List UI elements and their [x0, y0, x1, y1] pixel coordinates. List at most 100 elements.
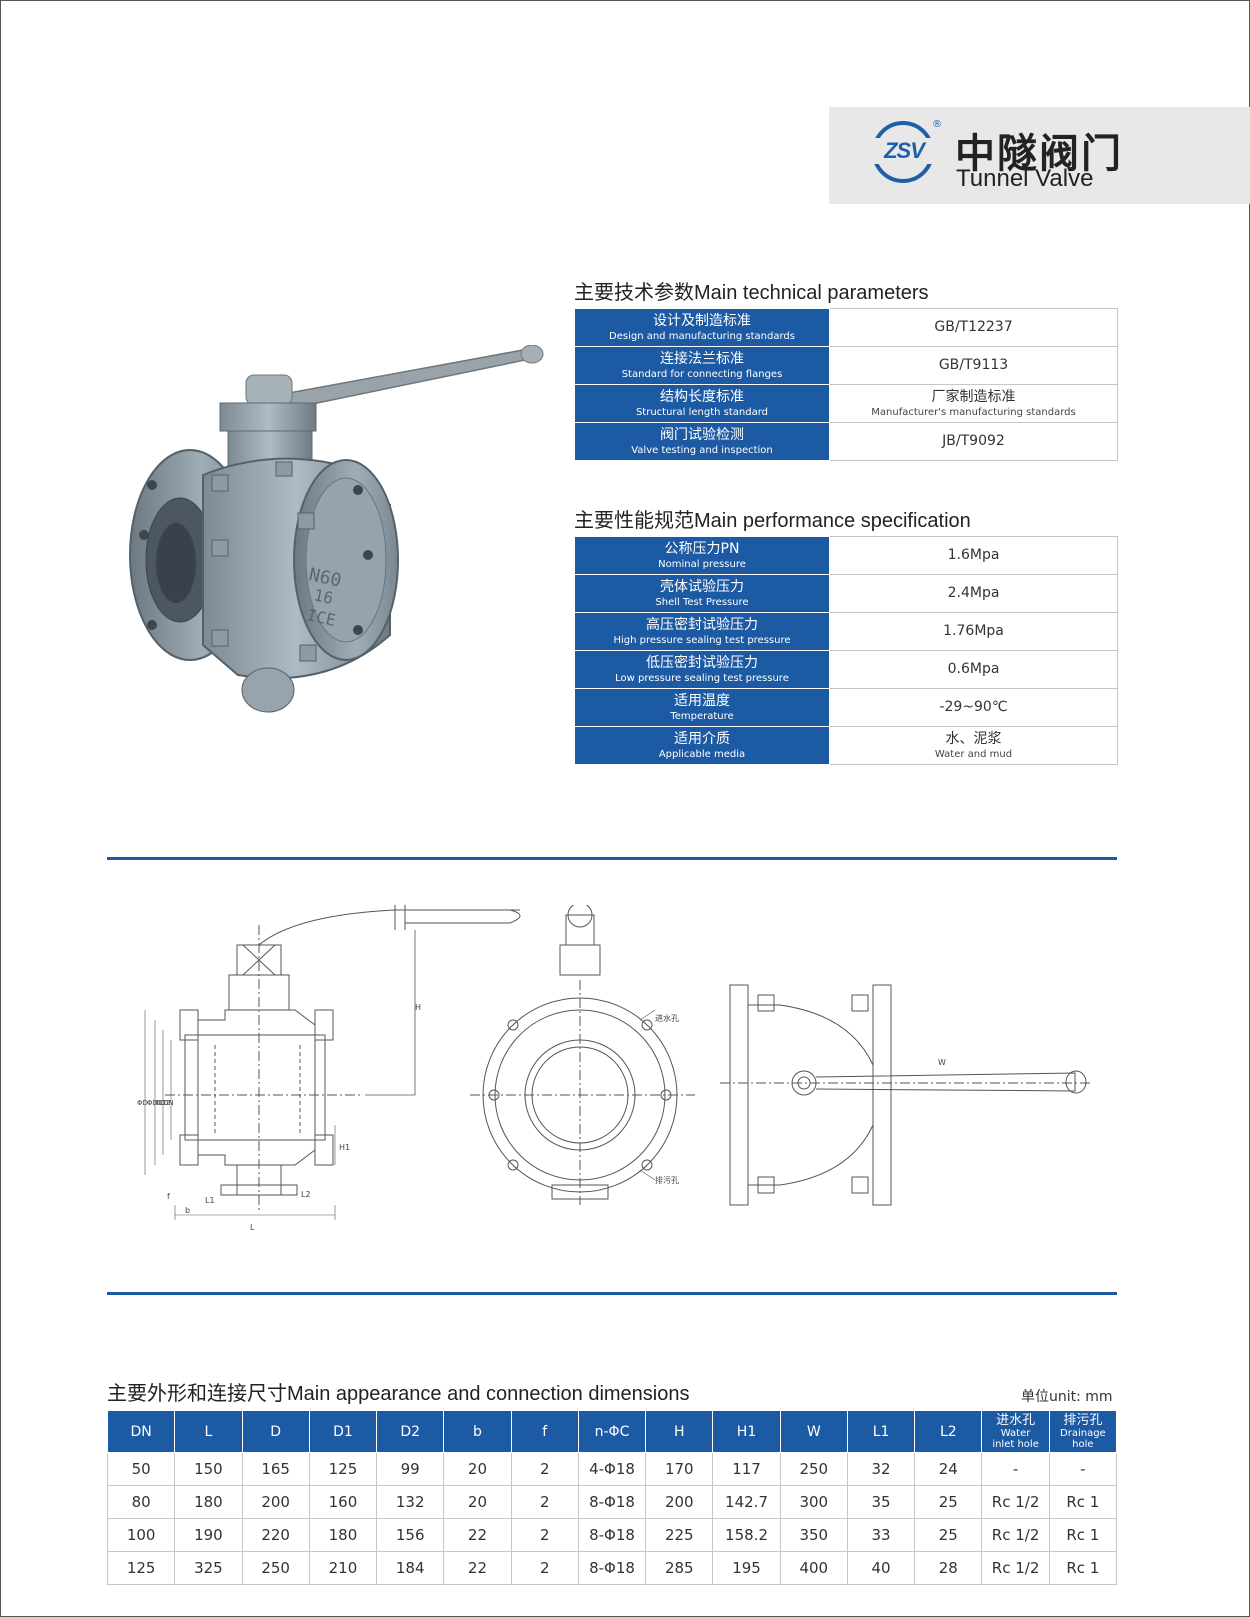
brand-name-cn: 中隧阀门	[955, 131, 1123, 177]
dim-cell: 158.2	[712, 1518, 781, 1552]
dim-cell: 190	[174, 1518, 243, 1552]
label-D1: ΦD1	[147, 1099, 162, 1107]
dim-cell: 156	[376, 1518, 445, 1552]
technical-value-sub: Manufacturer's manufacturing standards	[871, 406, 1076, 418]
performance-label-en: High pressure sealing test pressure	[613, 634, 791, 646]
dim-cell: Rc 1	[1048, 1485, 1118, 1519]
registered-mark: ®	[932, 119, 942, 130]
technical-label-cn: 设计及制造标准	[653, 312, 751, 329]
dim-header: n-ΦC	[577, 1410, 647, 1453]
dim-cell: -	[981, 1452, 1050, 1486]
dim-cell: 33	[846, 1518, 916, 1552]
performance-label-en: Shell Test Pressure	[655, 596, 749, 608]
technical-value-cell: GB/T12237	[829, 308, 1118, 347]
technical-label-cn: 连接法兰标准	[660, 350, 744, 367]
label-H: H	[415, 1003, 421, 1012]
dim-header-en2: inlet hole	[992, 1439, 1039, 1450]
section-divider-bottom	[107, 1292, 1117, 1295]
performance-value: 1.76Mpa	[943, 623, 1004, 639]
dim-cell: 8-Φ18	[577, 1485, 647, 1519]
section-divider-top	[107, 857, 1117, 860]
dim-cell: Rc 1	[1048, 1518, 1118, 1552]
dim-cell: 2	[510, 1452, 579, 1486]
dim-cell: 220	[241, 1518, 310, 1552]
front-section-view: H H1 L L1 L2 f b ΦD ΦD1 ΦD2 DN	[137, 905, 521, 1232]
dim-header: L2	[914, 1410, 983, 1453]
performance-value-sub: Water and mud	[934, 748, 1013, 760]
dim-cell: 150	[174, 1452, 243, 1486]
logo-text: ZSV	[869, 138, 939, 164]
performance-value-cell: -29~90℃	[829, 688, 1118, 727]
label-f: f	[167, 1192, 170, 1201]
dim-cell: 8-Φ18	[577, 1518, 647, 1552]
dim-cell: 180	[174, 1485, 243, 1519]
dim-cell: 250	[241, 1551, 310, 1585]
dim-header: f	[510, 1410, 579, 1453]
label-W: W	[938, 1058, 946, 1067]
technical-label-en: Standard for connecting flanges	[621, 368, 783, 380]
performance-value-cell: 0.6Mpa	[829, 650, 1118, 689]
dim-cell: 22	[443, 1551, 512, 1585]
dim-cell: 50	[106, 1452, 176, 1486]
dim-header: DN	[106, 1410, 176, 1453]
dim-header: W	[779, 1410, 848, 1453]
technical-label-en: Valve testing and inspection	[631, 444, 773, 456]
performance-value: 2.4Mpa	[947, 585, 1000, 601]
dim-header-cn: 排污孔	[1063, 1413, 1103, 1428]
dim-cell: 132	[376, 1485, 445, 1519]
dim-header-cn: 进水孔	[996, 1413, 1036, 1428]
dim-cell: 35	[846, 1485, 916, 1519]
dim-cell: 125	[308, 1452, 378, 1486]
performance-value: -29~90℃	[939, 699, 1008, 715]
dim-header: D1	[308, 1410, 378, 1453]
performance-label-cn: 适用温度	[674, 692, 730, 709]
performance-title: 主要性能规范Main performance specification	[574, 510, 971, 532]
dim-cell: 225	[645, 1518, 714, 1552]
dim-header-en1: Drainage	[1060, 1428, 1106, 1439]
dim-cell: 200	[241, 1485, 310, 1519]
dim-header: L1	[846, 1410, 916, 1453]
dim-cell: 40	[846, 1551, 916, 1585]
dim-cell: 2	[510, 1551, 579, 1585]
dim-header-en2: hole	[1072, 1439, 1094, 1450]
top-view: W	[720, 984, 1090, 1206]
dim-cell: 32	[846, 1452, 916, 1486]
dim-header: D	[241, 1410, 310, 1453]
dim-cell: 184	[376, 1551, 445, 1585]
label-L1: L1	[205, 1196, 215, 1205]
dim-header: H	[645, 1410, 714, 1453]
dim-cell: 325	[174, 1551, 243, 1585]
dim-header: L	[174, 1410, 243, 1453]
label-L2: L2	[301, 1190, 311, 1199]
technical-label-en: Structural length standard	[635, 406, 769, 418]
dim-cell: 20	[443, 1485, 512, 1519]
dim-cell: 165	[241, 1452, 310, 1486]
technical-value-cell: JB/T9092	[829, 422, 1118, 461]
performance-label-cn: 壳体试验压力	[660, 578, 744, 595]
performance-label-cn: 低压密封试验压力	[646, 654, 758, 671]
label-DN: DN	[163, 1099, 174, 1107]
dim-cell: 250	[779, 1452, 848, 1486]
dim-cell: 22	[443, 1518, 512, 1552]
performance-label-en: Temperature	[670, 710, 734, 722]
performance-label-cn: 公称压力PN	[664, 540, 740, 557]
performance-label-en: Nominal pressure	[658, 558, 746, 570]
brand-name-en: Tunnel Valve	[956, 165, 1094, 192]
